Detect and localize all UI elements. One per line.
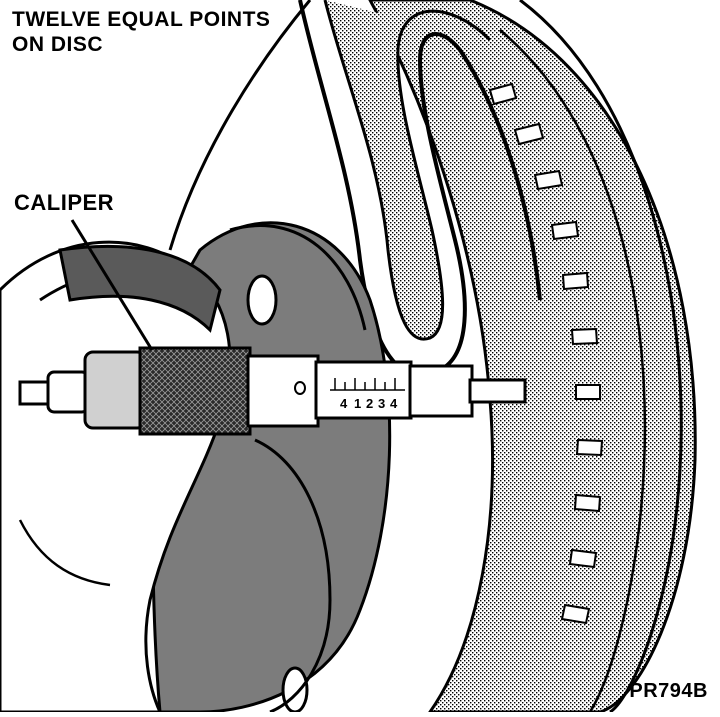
lug-hole-icon	[281, 666, 309, 714]
scale-ticks	[334, 378, 396, 390]
figure-code: PR794B	[629, 680, 708, 702]
scale-digit: 1	[354, 396, 361, 411]
scale-digit: 4	[390, 396, 398, 411]
title-line-1: TWELVE EQUAL POINTS	[12, 8, 271, 31]
disc-outer-arc	[168, 0, 312, 251]
title-line-2: ON DISC	[12, 33, 104, 56]
caliper-bracket	[298, 0, 542, 377]
caliper-leader-line	[70, 219, 154, 351]
lug-hole-icon	[246, 274, 278, 326]
scale-digit: 2	[366, 396, 373, 411]
thimble	[138, 346, 252, 436]
title-callout: TWELVE EQUAL POINTS ON DISC	[12, 7, 270, 57]
brake-rotor	[368, 0, 697, 714]
micrometer: 4 1 2 3 4	[18, 346, 527, 436]
rotor-vent-fins	[488, 82, 604, 625]
scale-digit: 4	[340, 396, 348, 411]
caliper-label: CALIPER	[14, 190, 115, 215]
scale-digit: 3	[378, 396, 385, 411]
anvil	[468, 378, 527, 404]
